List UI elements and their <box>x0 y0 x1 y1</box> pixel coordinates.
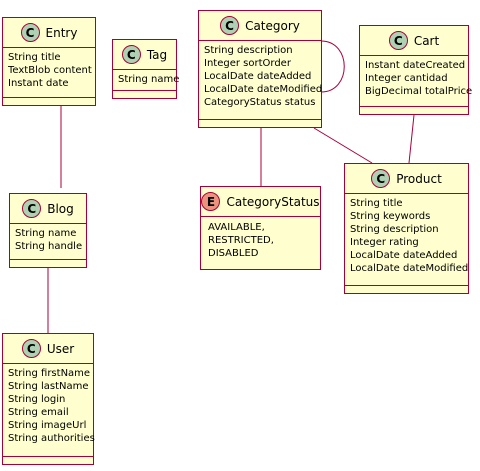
field: String description <box>204 45 293 56</box>
class-name: User <box>46 341 75 356</box>
class-badge-icon: C <box>21 339 41 358</box>
methods-compartment <box>113 90 176 98</box>
class-header: C Blog <box>10 194 86 224</box>
class-category: C Category String description Integer so… <box>198 10 322 128</box>
field: String imageUrl <box>8 420 87 431</box>
class-fields: String title String keywords String desc… <box>345 194 468 275</box>
enum-badge-icon: E <box>201 192 221 211</box>
field: String description <box>350 224 439 235</box>
class-badge-icon: C <box>22 199 42 218</box>
field: String authorities <box>8 433 95 444</box>
class-fields: String title TextBlob content Instant da… <box>3 48 95 90</box>
class-badge-icon: C <box>371 169 391 188</box>
class-header: C Tag <box>113 40 176 70</box>
class-badge-icon: C <box>220 16 240 35</box>
field: String login <box>8 394 66 405</box>
field: String handle <box>15 241 83 252</box>
class-entry: C Entry String title TextBlob content In… <box>2 17 96 106</box>
field: Integer rating <box>350 237 419 248</box>
class-fields: String firstName String lastName String … <box>3 364 95 445</box>
class-product: C Product String title String keywords S… <box>344 163 469 294</box>
edge-category-product <box>313 127 373 164</box>
methods-compartment <box>3 456 93 464</box>
edge-cart-product <box>408 114 415 164</box>
field: String title <box>350 198 403 209</box>
class-name: Entry <box>45 25 78 40</box>
class-header: C Category <box>199 11 321 41</box>
field: LocalDate dateAdded <box>204 71 312 82</box>
class-badge-icon: C <box>121 45 141 64</box>
methods-compartment <box>10 259 86 267</box>
class-fields: String description Integer sortOrder Loc… <box>199 41 323 109</box>
class-header: C Product <box>345 164 468 194</box>
class-name: Category <box>245 18 300 33</box>
methods-compartment <box>360 106 468 114</box>
field: String lastName <box>8 381 89 392</box>
field: Instant dateCreated <box>365 60 466 71</box>
class-header: C Cart <box>360 26 468 56</box>
field: String firstName <box>8 368 91 379</box>
field: String name <box>15 228 77 239</box>
class-cart: C Cart Instant dateCreated Integer canti… <box>359 25 473 115</box>
enum-name: CategoryStatus <box>226 194 320 209</box>
class-name: Cart <box>413 33 440 48</box>
field: Integer sortOrder <box>204 58 291 69</box>
enum-values: AVAILABLE, RESTRICTED, DISABLED <box>201 217 320 260</box>
field: LocalDate dateModified <box>204 84 323 95</box>
field: String name <box>118 74 180 85</box>
class-badge-icon: C <box>20 23 40 42</box>
field: String title <box>8 52 61 63</box>
class-name: Tag <box>146 47 168 62</box>
enum-value: DISABLED <box>208 248 259 259</box>
field: LocalDate dateAdded <box>350 250 458 261</box>
class-tag: C Tag String name <box>112 39 180 99</box>
enum-value: RESTRICTED, <box>208 235 274 246</box>
methods-compartment <box>3 97 95 105</box>
field: String keywords <box>350 211 431 222</box>
field: CategoryStatus status <box>204 97 316 108</box>
enum-category-status: E CategoryStatus AVAILABLE, RESTRICTED, … <box>200 186 321 270</box>
class-header: C Entry <box>3 18 95 48</box>
class-name: Blog <box>47 201 74 216</box>
class-fields: Instant dateCreated Integer cantidad Big… <box>360 56 473 98</box>
field: Integer cantidad <box>365 73 448 84</box>
class-user: C User String firstName String lastName … <box>2 333 95 465</box>
class-fields: String name String handle <box>10 224 86 253</box>
enum-value: AVAILABLE, <box>208 222 265 233</box>
class-name: Product <box>396 171 442 186</box>
field: TextBlob content <box>8 65 92 76</box>
field: BigDecimal totalPrice <box>365 86 473 97</box>
field: String email <box>8 407 69 418</box>
class-header: C User <box>3 334 93 364</box>
class-badge-icon: C <box>388 31 408 50</box>
methods-compartment <box>199 119 321 127</box>
enum-header: E CategoryStatus <box>201 187 320 217</box>
edge-category-self <box>320 40 345 93</box>
class-blog: C Blog String name String handle <box>9 193 87 268</box>
field: Instant date <box>8 78 69 89</box>
class-fields: String name <box>113 70 180 86</box>
field: LocalDate dateModified <box>350 263 469 274</box>
methods-compartment <box>345 285 468 293</box>
